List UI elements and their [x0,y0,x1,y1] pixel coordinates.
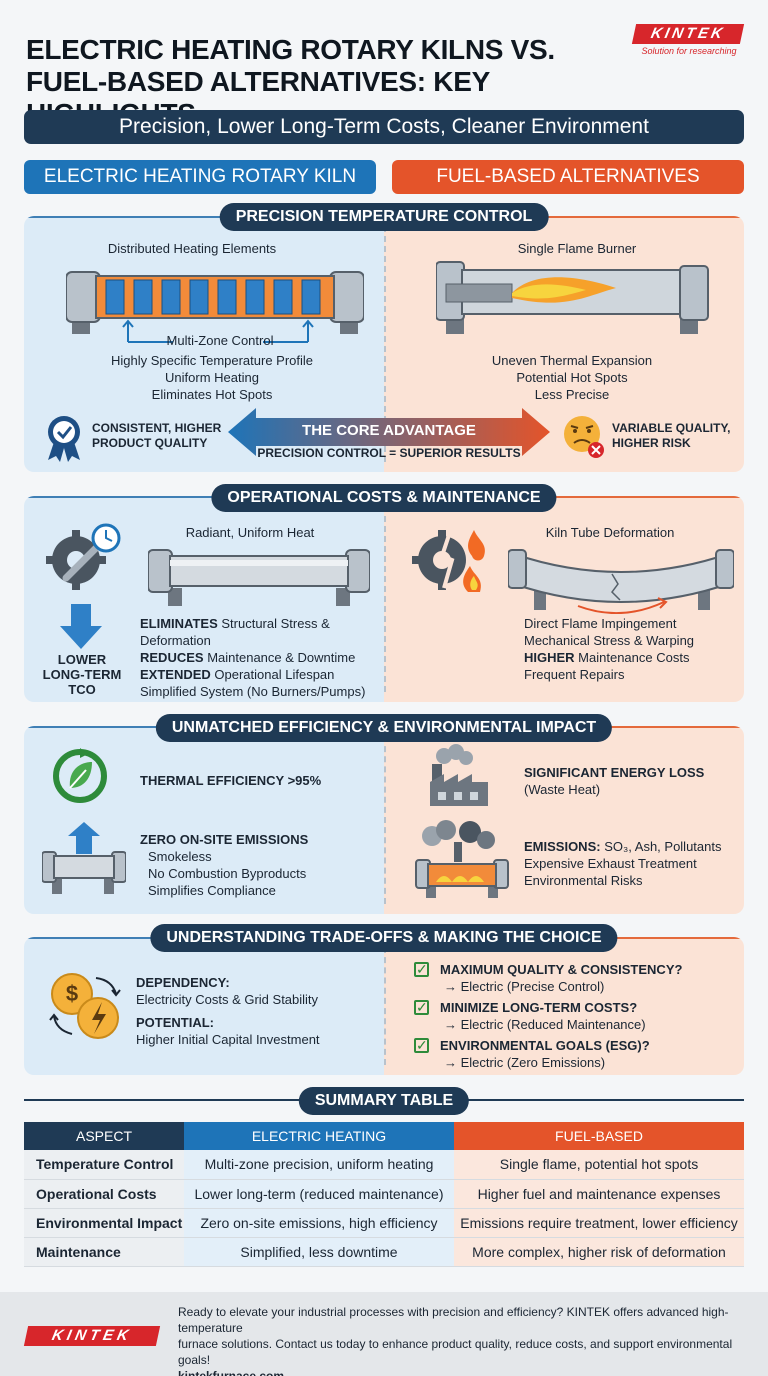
checklist-item: ✓ ENVIRONMENTAL GOALS (ESG)? → Electric … [414,1037,650,1070]
checkbox-icon: ✓ [414,1037,429,1053]
deformed-kiln-tube-illustration [508,549,734,614]
footer-website-link[interactable]: kintekfurnace.com [178,1369,285,1376]
polluting-kiln-icon [415,820,509,898]
electric-kiln-heating-elements-illustration [66,271,364,334]
precision-right-points: Uneven Thermal Expansion Potential Hot S… [491,353,653,402]
svg-text:$: $ [66,981,78,1006]
tube-deformation-caption: Kiln Tube Deformation [545,525,675,540]
operational-right-points: Direct Flame Impingement Mechanical Stre… [524,616,695,682]
table-row: Maintenance Simplified, less downtime Mo… [24,1237,744,1267]
precision-section-label: PRECISION TEMPERATURE CONTROL [219,203,549,231]
table-row: Environmental Impact Zero on-site emissi… [24,1208,744,1238]
consistent-quality-label: CONSISTENT, HIGHER PRODUCT QUALITY [92,421,222,450]
subtitle-banner: Precision, Lower Long-Term Costs, Cleane… [24,110,744,144]
column-header-aspect: ASPECT [24,1122,184,1150]
zone-arrows-icon [122,319,314,343]
checkbox-icon: ✓ [414,999,429,1015]
tradeoffs-panel [24,937,744,1075]
column-header-electric: ELECTRIC HEATING [184,1122,454,1150]
potential-block: POTENTIAL: Higher Initial Capital Invest… [136,1015,320,1047]
logo-text: KINTEK [631,24,745,44]
core-advantage-title: THE CORE ADVANTAGE [302,422,476,439]
footer-kintek-logo[interactable]: KINTEK [23,1326,161,1346]
single-flame-caption: Single Flame Burner [517,241,637,256]
footer-cta: Ready to elevate your industrial process… [178,1304,758,1376]
summary-table: ASPECT ELECTRIC HEATING FUEL-BASED Tempe… [24,1122,744,1267]
operational-section-label: OPERATIONAL COSTS & MAINTENANCE [211,484,557,512]
green-leaf-efficiency-icon [53,748,107,803]
summary-section-label: SUMMARY TABLE [298,1087,470,1115]
efficiency-section-label: UNMATCHED EFFICIENCY & ENVIRONMENTAL IMP… [155,714,613,742]
table-row: Temperature Control Multi-zone precision… [24,1150,744,1180]
lower-tco-label: LOWER LONG-TERM TCO [42,652,122,697]
title-line-1: ELECTRIC HEATING ROTARY KILNS VS. [26,34,555,65]
factory-smoke-icon [430,744,488,806]
frustrated-face-icon [564,416,604,458]
gear-wrench-clock-icon [46,523,121,590]
kintek-logo[interactable]: KINTEK Solution for researching [631,24,745,60]
energy-loss-block: SIGNIFICANT ENERGY LOSS (Waste Heat) [524,765,705,797]
column-header-fuel: FUEL-BASED [454,1122,744,1150]
thermal-efficiency-label: THERMAL EFFICIENCY >95% [140,773,322,788]
precision-left-points: Highly Specific Temperature Profile Unif… [110,353,314,402]
tradeoffs-section-label: UNDERSTANDING TRADE-OFFS & MAKING THE CH… [150,924,618,952]
multi-zone-control-label: Multi-Zone Control [166,333,274,348]
lower-cost-down-arrow-icon [60,604,102,649]
radiant-heat-caption: Radiant, Uniform Heat [185,525,315,540]
table-row: Operational Costs Lower long-term (reduc… [24,1179,744,1209]
checklist-item: ✓ MAXIMUM QUALITY & CONSISTENCY? → Elect… [414,961,683,994]
operational-panel [24,496,744,702]
core-advantage-arrow [228,408,550,456]
zero-emissions-kiln-icon [42,822,126,894]
quality-badge-icon [48,416,80,462]
core-advantage-subtitle: PRECISION CONTROL = SUPERIOR RESULTS [257,446,521,460]
footer: KINTEK Ready to elevate your industrial … [0,1292,768,1376]
dollar-lightning-coins-icon: $ [49,973,121,1039]
variable-quality-label: VARIABLE QUALITY, HIGHER RISK [612,421,731,450]
checkbox-icon: ✓ [414,961,429,977]
logo-tagline: Solution for researching [641,46,737,56]
checklist-item: ✓ MINIMIZE LONG-TERM COSTS? → Electric (… [414,999,646,1032]
zero-emissions-block: ZERO ON-SITE EMISSIONS Smokeless No Comb… [140,832,309,898]
electric-kiln-tube-illustration [148,549,370,606]
table-header-row: ASPECT ELECTRIC HEATING FUEL-BASED [24,1122,744,1150]
broken-gear-fire-icon [412,530,485,592]
operational-left-points: ELIMINATES Structural Stress & Deformati… [140,616,366,699]
distributed-heating-caption: Distributed Heating Elements [107,241,277,256]
fuel-kiln-flame-burner-illustration [436,261,709,334]
fuel-column-header: FUEL-BASED ALTERNATIVES [392,160,744,194]
emissions-block: EMISSIONS: SO₃, Ash, Pollutants Expensiv… [524,839,722,888]
dependency-block: DEPENDENCY: Electricity Costs & Grid Sta… [136,975,319,1007]
page-title: ELECTRIC HEATING ROTARY KILNS VS. FUEL-B… [26,34,626,130]
electric-column-header: ELECTRIC HEATING ROTARY KILN [24,160,376,194]
